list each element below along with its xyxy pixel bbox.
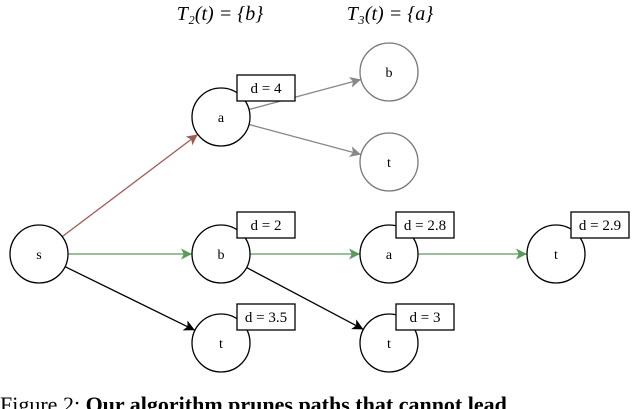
distance-text-t4: d = 2.9 [579,218,621,234]
distance-text-t3: d = 3 [410,310,441,326]
node-label-b2: b [386,66,393,81]
nodes-layer: s a b t b t a t t [9,42,586,373]
node-label-a1: a [218,111,225,126]
node-t2: t [359,132,419,192]
distance-badge-b1: d = 2 [236,211,296,239]
distance-badge-t4: d = 2.9 [570,211,630,239]
node-circle-t1 [191,313,251,373]
node-circle-a1 [191,87,251,147]
distance-box-a2 [395,211,455,239]
distance-text-a2: d = 2.8 [404,218,446,234]
distance-badge-a2: d = 2.8 [395,211,455,239]
node-circle-b2 [359,42,419,102]
distance-box-b1 [236,211,296,239]
node-circle-t4 [526,224,586,284]
node-label-a2: a [386,248,393,263]
node-a1: a [191,87,251,147]
edge-s-to-t1 [64,266,196,331]
node-label-t2: t [387,156,391,171]
edge-a1-to-b2 [248,77,362,111]
distance-badge-t3: d = 3 [395,303,455,331]
distance-text-a1: d = 4 [251,81,282,97]
distance-badges-layer: d = 4 d = 2 d = 3.5 d = 2.8 d = 3 d = 2.9 [236,74,630,331]
figure-caption: Figure 2: Our algorithm prunes paths tha… [0,390,640,409]
edges-layer [61,77,527,331]
node-s: s [9,224,69,284]
distance-box-t3 [395,303,455,331]
edge-s-to-a1 [61,133,199,238]
distance-box-a1 [236,74,296,102]
node-b2: b [359,42,419,102]
node-circle-b1 [191,224,251,284]
distance-box-t1 [236,303,296,331]
distance-badge-t1: d = 3.5 [236,303,296,331]
node-circle-s [9,224,69,284]
node-label-s: s [36,248,41,263]
caption-prefix: Figure 2: [0,392,86,409]
node-label-t3: t [387,337,391,352]
node-circle-a2 [359,224,419,284]
node-label-b1: b [218,248,225,263]
distance-text-t1: d = 3.5 [245,310,287,326]
edge-a1-to-t2 [248,123,362,157]
node-b1: b [191,224,251,284]
node-label-t1: t [219,337,223,352]
header-left: T₂(t) = {b} [177,3,263,25]
node-t1: t [191,313,251,373]
node-label-t4: t [554,248,558,263]
caption-bold: Our algorithm prunes paths that cannot l… [85,392,507,409]
node-t4: t [526,224,586,284]
distance-text-b1: d = 2 [251,218,282,234]
distance-badge-a1: d = 4 [236,74,296,102]
edge-b1-to-t3 [246,267,364,330]
node-circle-t2 [359,132,419,192]
header-right: T₃(t) = {a} [347,3,433,25]
distance-box-t4 [570,211,630,239]
node-a2: a [359,224,419,284]
